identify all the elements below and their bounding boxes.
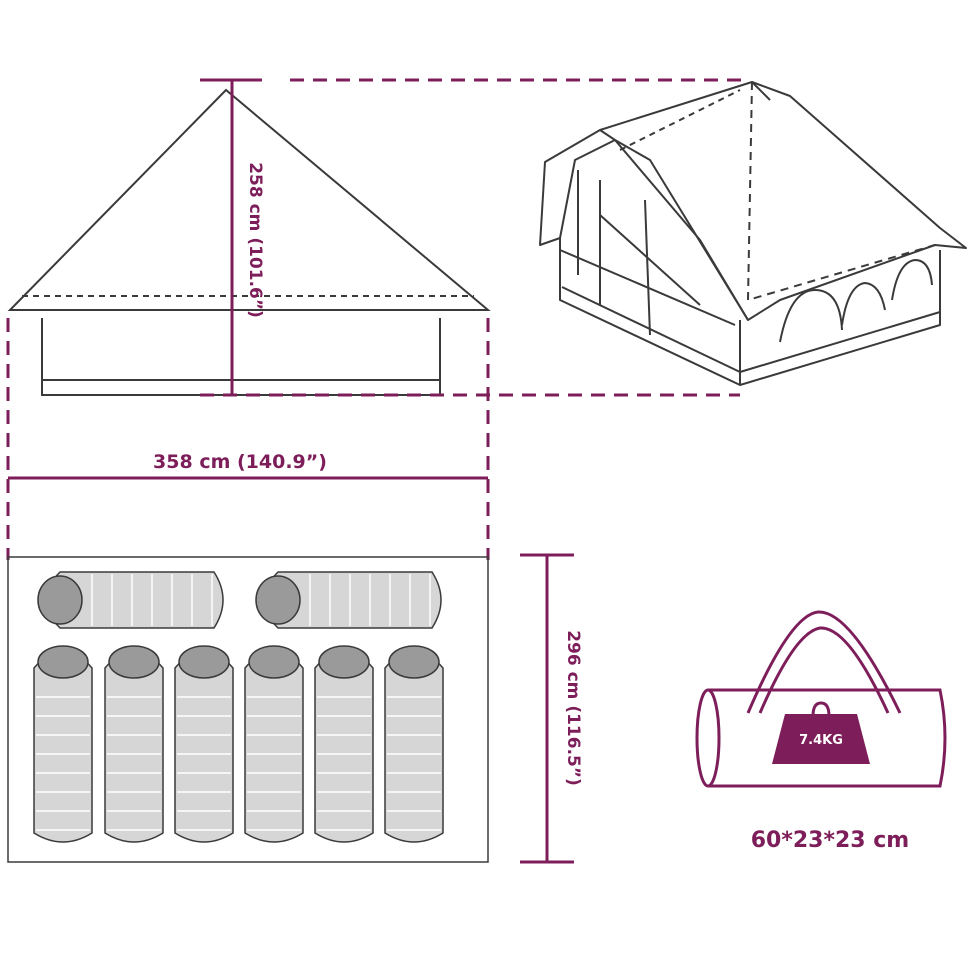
sleeping-bag-vertical: [244, 645, 304, 843]
tent-wall-seam: [559, 249, 736, 326]
bag-size: 60*23*23 cm: [751, 828, 909, 853]
sleeping-bags-group: [33, 571, 444, 843]
tent-roof-ridge: [747, 81, 936, 301]
tent-roof-hidden-edge: [619, 89, 741, 151]
tent-perspective-view: [539, 81, 967, 386]
tent-wall-seam: [644, 199, 651, 336]
tent-window: [841, 282, 886, 326]
tent-wall-seam: [599, 214, 701, 306]
tent-roof-edge: [599, 129, 749, 321]
carry-bag: 7.4KG: [695, 610, 947, 788]
tent-roof-peak: [751, 81, 771, 101]
sleeping-bag-horizontal: [255, 571, 442, 629]
tent-wall-seam: [561, 286, 741, 373]
tent-floor-edge: [739, 311, 941, 373]
tent-window: [891, 259, 933, 301]
bag-handle-outer: [746, 610, 902, 714]
sleeping-bag-vertical: [174, 645, 234, 843]
bag-weight: 7.4KG: [799, 733, 843, 748]
tent-front-wall-3d: [739, 250, 941, 386]
bag-body: [708, 688, 947, 788]
sleeping-bag-vertical: [104, 645, 164, 843]
sleeping-bag-vertical: [384, 645, 444, 843]
height-label: 258 cm (101.6”): [245, 162, 265, 318]
floor-plan: [7, 556, 489, 863]
dimension-guides: [6, 78, 750, 864]
weight-icon-handle: [811, 701, 831, 717]
tent-roof-outline: [539, 81, 967, 321]
tent-front-wall: [41, 318, 441, 396]
tent-side-wall: [559, 238, 741, 386]
depth-label: 296 cm (116.5”): [563, 630, 583, 786]
tent-window: [779, 289, 843, 343]
weight-icon: [772, 714, 870, 764]
bag-handle-inner: [758, 626, 890, 714]
sleeping-bag-vertical: [314, 645, 374, 843]
sleeping-bag-horizontal: [37, 571, 224, 629]
bag-end-cap: [695, 688, 721, 788]
tent-front-roof: [7, 88, 491, 311]
width-label: 358 cm (140.9”): [153, 451, 327, 473]
tent-front-view: [7, 88, 491, 396]
sleeping-bag-vertical: [33, 645, 93, 843]
